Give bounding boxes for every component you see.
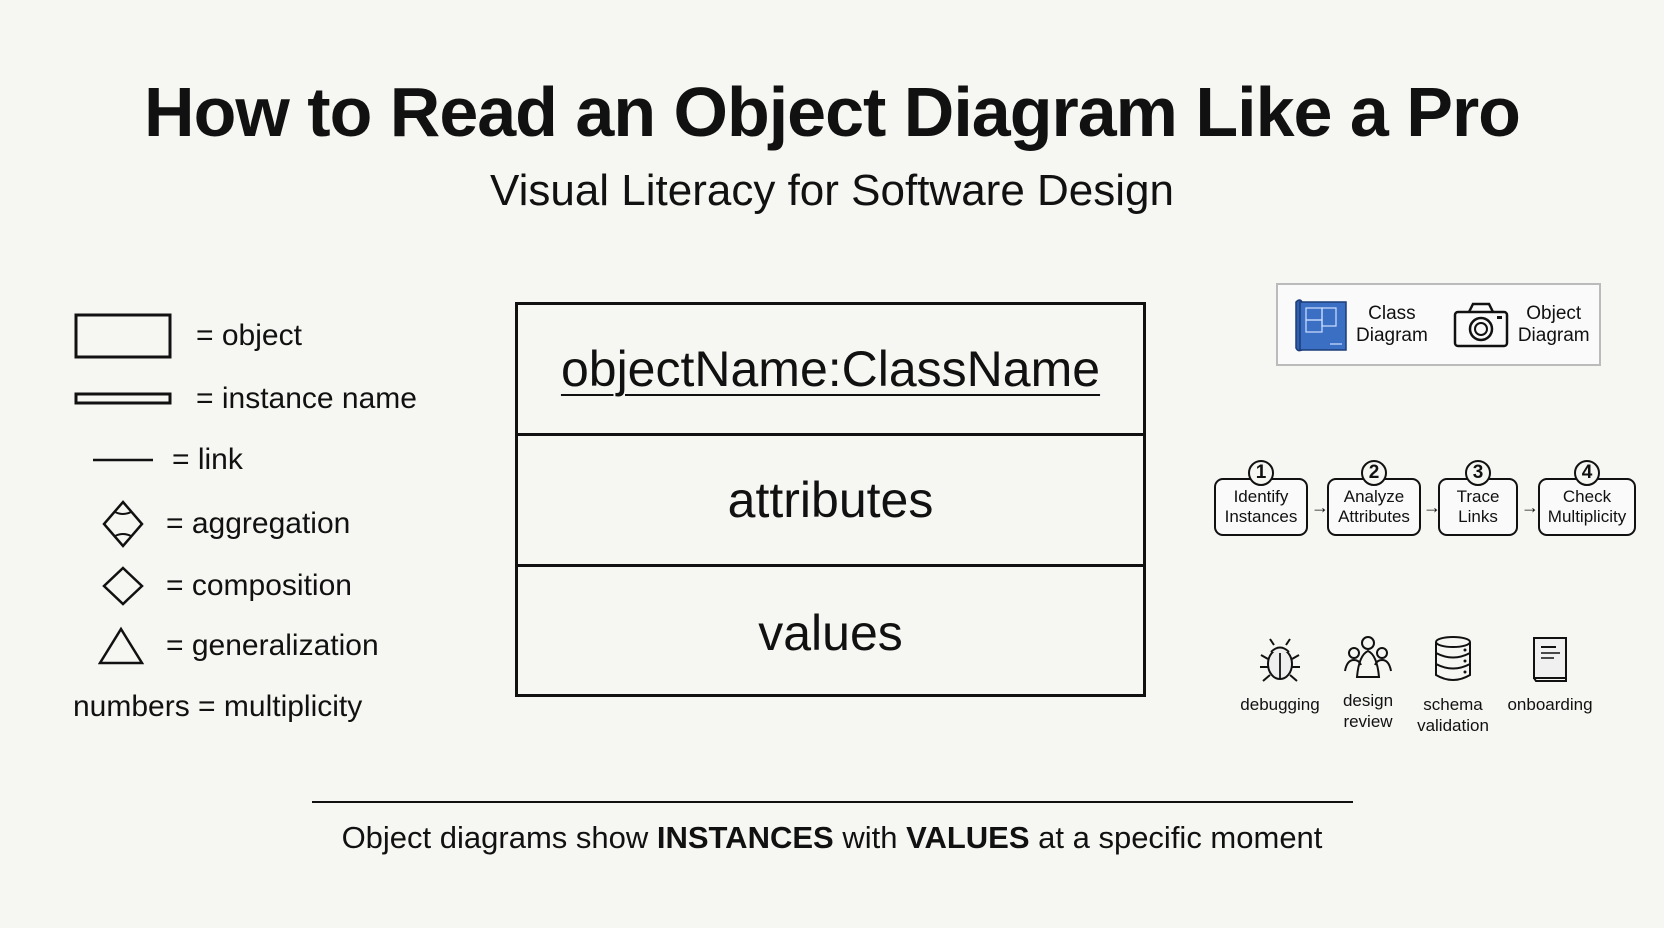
values-compartment: values: [758, 604, 903, 661]
legend-item-aggregation: = aggregation: [102, 500, 350, 548]
arrow-icon: →: [1521, 497, 1539, 517]
blueprint-icon: [1295, 298, 1347, 351]
footer-caption: Object diagrams show INSTANCES with VALU…: [341, 820, 1323, 855]
camera-icon: [1453, 302, 1509, 347]
legend-multiplicity: numbers = multiplicity: [73, 690, 363, 723]
thin-rectangle-icon: [74, 392, 172, 405]
arrow-icon: →: [1423, 497, 1441, 517]
legend-item-composition: = composition: [102, 566, 352, 606]
team-icon: [1344, 636, 1392, 678]
use-debugging: debugging: [1230, 635, 1330, 715]
class-diagram-item: Class Diagram: [1278, 296, 1440, 354]
book-icon: [1533, 637, 1567, 682]
object-name: objectName:ClassName: [560, 341, 1101, 397]
legend-item-generalization: = generalization: [98, 626, 379, 666]
diamond-icon: [102, 566, 144, 606]
page-subtitle: Visual Literacy for Software Design: [490, 166, 1174, 215]
database-icon: [1435, 636, 1471, 681]
step-number: 2: [1361, 460, 1387, 486]
divider-line: [312, 801, 1353, 803]
legend-item-instance-name: = instance name: [74, 382, 417, 416]
hollow-diamond-icon: [102, 500, 144, 548]
diagram-comparison: Class Diagram Object Diagram: [1276, 283, 1601, 366]
legend-item-link: = link: [92, 443, 243, 477]
step-number: 4: [1574, 460, 1600, 486]
step-number: 1: [1248, 460, 1274, 486]
object-box: objectName:ClassName attributes values: [515, 302, 1146, 697]
object-diagram-item: Object Diagram: [1440, 300, 1602, 350]
triangle-icon: [98, 626, 144, 665]
arrow-icon: →: [1311, 497, 1329, 517]
bug-icon: [1260, 638, 1300, 682]
step-number: 3: [1465, 460, 1491, 486]
rectangle-icon: [74, 313, 172, 359]
object-name-compartment: objectName:ClassName: [518, 305, 1143, 436]
use-onboarding: onboarding: [1500, 635, 1600, 715]
attributes-compartment: attributes: [518, 436, 1143, 567]
line-icon: [93, 458, 153, 462]
legend-item-object: = object: [74, 313, 302, 359]
page-title: How to Read an Object Diagram Like a Pro: [144, 73, 1521, 151]
